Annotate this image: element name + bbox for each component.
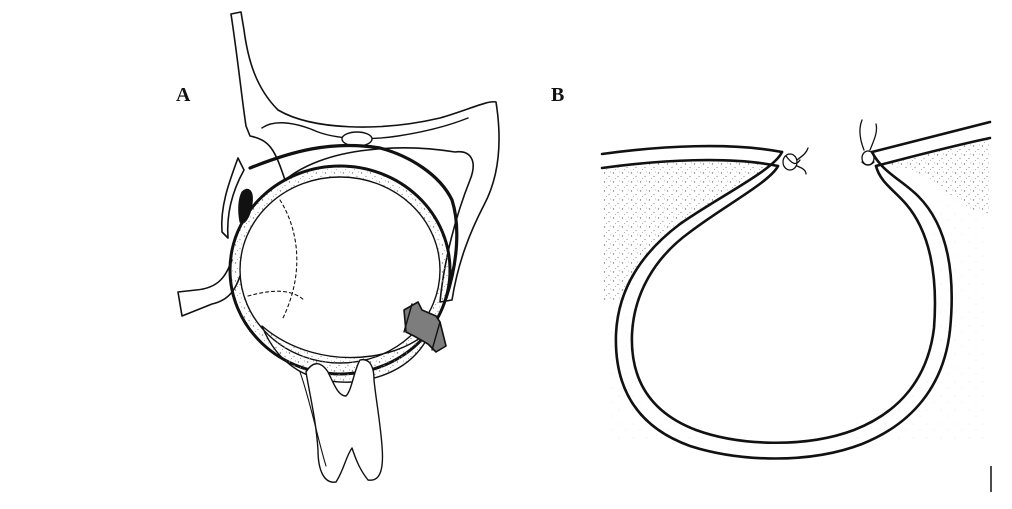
panel-a-drawing <box>178 12 499 482</box>
top-left-band-outer <box>602 146 782 154</box>
panel-a-label: A <box>176 84 190 107</box>
right-suture-knot <box>860 120 877 165</box>
panel-b-drawing <box>602 120 990 459</box>
panel-b-label: B <box>551 84 564 107</box>
